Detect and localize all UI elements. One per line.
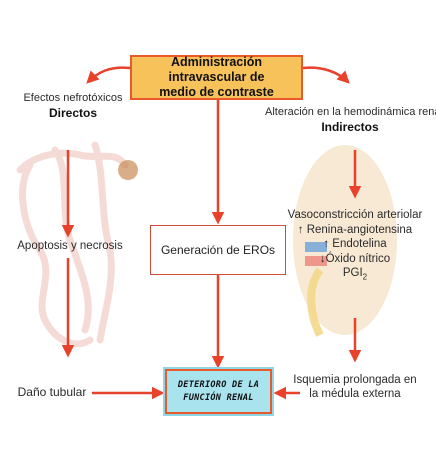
factor-endothelin: ↑ Endotelina bbox=[323, 238, 387, 250]
ischemia-line2: la médula externa bbox=[309, 388, 401, 400]
hemodynamic-factor-list: Vasoconstricción arteriolar ↑ Renina-ang… bbox=[275, 208, 435, 285]
direct-effects-heading: Efectos nefrotóxicos bbox=[23, 92, 123, 104]
factor-pgi-label: PGI bbox=[342, 267, 363, 279]
contrast-administration-box: Administración intravascular de medio de… bbox=[130, 55, 303, 100]
factor-pgi2: PGI2 bbox=[275, 266, 435, 285]
ischemia-label: Isquemia prolongada en la médula externa bbox=[280, 373, 430, 401]
outcome-line1: DETERIORO DE LA bbox=[177, 379, 260, 390]
kidney-illustration bbox=[293, 145, 397, 337]
indirect-effects-subheading: Indirectos bbox=[321, 120, 379, 134]
direct-effects-subheading: Directos bbox=[48, 106, 98, 120]
glomerulus-icon bbox=[118, 160, 138, 180]
top-box-line2: medio de contraste bbox=[159, 85, 274, 99]
renal-function-deterioration-box: DETERIORO DE LA FUNCIÓN RENAL bbox=[165, 369, 272, 414]
apoptosis-necrosis-label: Apoptosis y necrosis bbox=[17, 240, 123, 252]
hemodynamic-heading: Alteración en la hemodinámica renal bbox=[265, 106, 436, 118]
top-box-line1: Administración intravascular de bbox=[168, 55, 265, 84]
outcome-line2: FUNCIÓN RENAL bbox=[183, 392, 254, 403]
nephron-illustration bbox=[16, 141, 129, 348]
ischemia-line1: Isquemia prolongada en bbox=[293, 374, 417, 386]
factor-renin-angiotensin: ↑ Renina-angiotensina bbox=[297, 223, 413, 236]
eros-label: Generación de EROs bbox=[160, 243, 276, 257]
eros-generation-box: Generación de EROs bbox=[150, 225, 286, 275]
tubular-damage-label: Daño tubular bbox=[17, 385, 87, 399]
arrows bbox=[61, 66, 362, 400]
factor-pgi-subscript: 2 bbox=[362, 272, 368, 282]
factor-nitric-oxide: ↓Óxido nítrico bbox=[319, 252, 391, 265]
factor-vasoconstriction: Vasoconstricción arteriolar bbox=[287, 209, 423, 221]
